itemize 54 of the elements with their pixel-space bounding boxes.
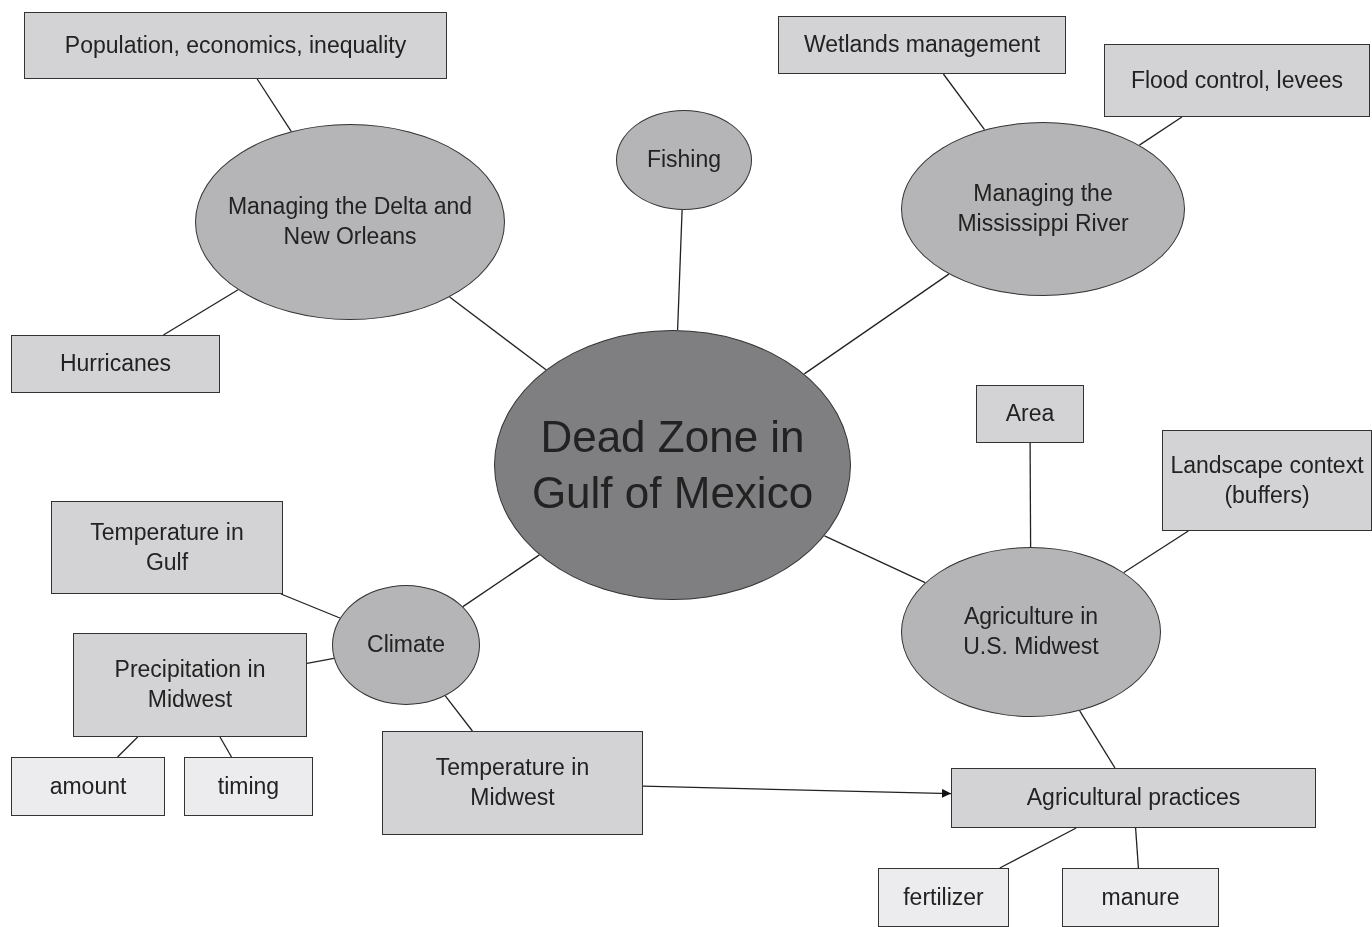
topic-label: Hurricanes (58, 349, 173, 379)
topic-box (51, 501, 283, 594)
connector-line (306, 657, 335, 664)
topic-label: Fishing (645, 145, 723, 175)
topic-box (382, 731, 643, 835)
topic-label: Precipitation in Midwest (113, 655, 267, 714)
topic-label: Wetlands management (802, 30, 1042, 60)
arrow (642, 785, 952, 798)
topic-box (1104, 44, 1370, 117)
connector-line (448, 296, 547, 371)
connector-line (1123, 530, 1189, 574)
topic-label: Dead Zone in Gulf of Mexico (530, 410, 815, 519)
topic-box (184, 757, 313, 816)
topic-box (778, 16, 1066, 74)
topic-label: amount (48, 771, 128, 801)
topic-label: Population, economics, inequality (63, 30, 408, 60)
connector-line (444, 695, 474, 732)
topic-label: manure (1100, 882, 1181, 912)
topic-box (878, 868, 1009, 927)
topic-box (1162, 430, 1372, 531)
connector-line (256, 78, 292, 132)
connector-line (116, 736, 139, 758)
topic-label: Area (1004, 399, 1056, 429)
topic-label: Landscape context (buffers) (1169, 450, 1365, 510)
connector-line (942, 73, 986, 131)
topic-box (951, 768, 1316, 828)
connector-line (1138, 116, 1183, 146)
topic-box (11, 757, 165, 816)
topic-label: Managing the Delta and New Orleans (226, 192, 474, 251)
connector-line (219, 736, 233, 758)
topic-label: Agricultural practices (1025, 783, 1242, 813)
topic-label: Temperature in Midwest (434, 753, 591, 812)
topic-box (1062, 868, 1219, 927)
topic-label: Flood control, levees (1129, 65, 1345, 95)
connector-line (280, 593, 341, 619)
topic-label: fertilizer (902, 882, 985, 912)
connector-line (1029, 442, 1032, 548)
topic-label: timing (216, 771, 281, 801)
topic-label: Managing the Mississippi River (956, 179, 1130, 238)
topic-box (24, 12, 447, 79)
topic-box (73, 633, 307, 737)
connector-line (462, 554, 541, 608)
connector-line (999, 827, 1077, 869)
topic-label: Agriculture in U.S. Midwest (962, 602, 1100, 661)
connector-line (823, 535, 926, 584)
connector-line (1134, 827, 1140, 869)
connector-line (676, 209, 683, 331)
topic-label: Climate (366, 630, 446, 660)
connector-line (803, 273, 950, 375)
topic-label: Temperature in Gulf (89, 517, 245, 577)
connector-line (1079, 710, 1116, 769)
topic-box (976, 385, 1084, 443)
connector-line (162, 289, 239, 336)
topic-box (11, 335, 220, 393)
